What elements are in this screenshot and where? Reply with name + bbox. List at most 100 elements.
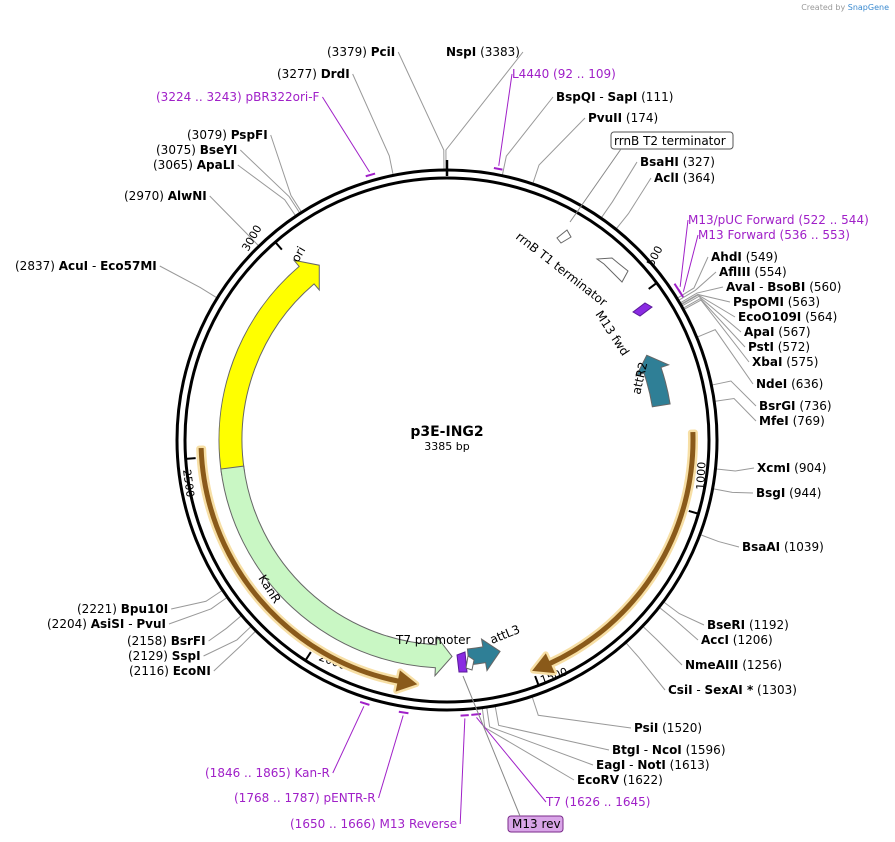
site-label-apai[interactable]: ApaI (567)	[744, 325, 811, 339]
kan-orf-arrow[interactable]	[198, 447, 418, 692]
site-position: -	[755, 280, 767, 294]
rrnb-t2-terminator-feature[interactable]	[556, 229, 572, 244]
site-label-bpu10i[interactable]: (2221) Bpu10I	[77, 602, 168, 616]
kanr-arrow[interactable]	[220, 465, 453, 678]
site-label-apali[interactable]: (3065) ApaLI	[153, 158, 235, 172]
site-label-bsahi[interactable]: BsaHI (327)	[640, 155, 715, 169]
primer-label-536[interactable]: M13 Forward (536 .. 553)	[698, 228, 850, 242]
rrnb-t2-terminator-box	[610, 131, 734, 150]
site-label-xcmi[interactable]: XcmI (904)	[757, 461, 826, 475]
site-position: (2158)	[127, 634, 171, 648]
site-label-asisi-pvui[interactable]: (2204) AsiSI - PvuI	[47, 617, 166, 631]
t7-promoter-feature[interactable]	[456, 651, 468, 673]
site-label-btgi-ncoi[interactable]: BtgI - NcoI (1596)	[612, 743, 726, 757]
plasmid-size: 3385 bp	[424, 440, 469, 453]
site-label-acli[interactable]: AclI (364)	[654, 171, 715, 185]
lac-operator-feature[interactable]	[465, 655, 475, 671]
primer-leader-522	[679, 219, 689, 287]
site-enzyme-name: MfeI	[759, 414, 789, 428]
site-label-ndei[interactable]: NdeI (636)	[756, 377, 823, 391]
site-label-ahdi[interactable]: AhdI (549)	[711, 250, 778, 264]
site-label-alwni[interactable]: (2970) AlwNI	[124, 189, 207, 203]
site-enzyme-name: XcmI	[757, 461, 790, 475]
site-enzyme-name: PstI	[748, 340, 774, 354]
site-label-pvuii[interactable]: PvuII (174)	[588, 111, 658, 125]
site-label-bseri[interactable]: BseRI (1192)	[707, 618, 789, 632]
attr2-arrow[interactable]	[635, 354, 671, 408]
attl3-arrow[interactable]	[466, 637, 501, 672]
site-label-bsrfi[interactable]: (2158) BsrFI	[127, 634, 206, 648]
site-label-sspi[interactable]: (2129) SspI	[128, 649, 201, 663]
site-position: (174)	[622, 111, 658, 125]
site-enzyme-name: EcoO109I	[738, 310, 801, 324]
tick-label-1000: 1000	[694, 462, 708, 491]
primer-label-92[interactable]: L4440 (92 .. 109)	[512, 67, 616, 81]
site-enzyme-name: AsiSI	[91, 617, 125, 631]
site-label-xbai[interactable]: XbaI (575)	[752, 355, 819, 369]
ori-arrow[interactable]	[218, 259, 320, 476]
m13-fwd-primer-feature[interactable]	[632, 302, 653, 317]
site-position: (563)	[784, 295, 820, 309]
primer-mark-1768	[398, 710, 409, 715]
site-label-acci[interactable]: AccI (1206)	[701, 633, 773, 647]
primer-label-1626[interactable]: T7 (1626 .. 1645)	[545, 795, 650, 809]
site-label-drdi[interactable]: (3277) DrdI	[277, 67, 350, 81]
site-leader-eagi-noti	[486, 707, 594, 766]
rrnb-t1-terminator-feature[interactable]	[595, 257, 629, 283]
site-leader-apali	[237, 164, 296, 216]
primer-label-1846[interactable]: (1846 .. 1865) Kan-R	[205, 766, 330, 780]
site-label-pspomi[interactable]: PspOMI (563)	[733, 295, 820, 309]
site-label-acui-eco57mi[interactable]: (2837) AcuI - Eco57MI	[15, 259, 157, 273]
site-position: (1206)	[729, 633, 773, 647]
site-enzyme-name: AhdI	[711, 250, 742, 264]
site-label-pspfi[interactable]: (3079) PspFI	[187, 128, 268, 142]
site-label-bsgi[interactable]: BsgI (944)	[756, 486, 821, 500]
primer-label-1650[interactable]: (1650 .. 1666) M13 Reverse	[290, 817, 457, 831]
primer-label-1768[interactable]: (1768 .. 1787) pENTR-R	[234, 791, 376, 805]
site-label-ecorv[interactable]: EcoRV (1622)	[577, 773, 663, 787]
site-leader-bsahi	[601, 161, 638, 218]
site-label-bseyi[interactable]: (3075) BseYI	[156, 143, 237, 157]
site-enzyme-name: ApaLI	[197, 158, 235, 172]
site-leader-ndei	[697, 329, 754, 385]
m13-rev-box[interactable]	[507, 815, 564, 833]
m13-fwd-label: M13 fwd	[592, 308, 631, 358]
site-label-psii[interactable]: PsiI (1520)	[634, 721, 702, 735]
tick-mark-3000	[274, 241, 283, 251]
site-label-mfei[interactable]: MfeI (769)	[759, 414, 825, 428]
site-label-econi[interactable]: (2116) EcoNI	[129, 664, 211, 678]
site-label-afliii[interactable]: AflIII (554)	[719, 265, 787, 279]
site-position: (2116)	[129, 664, 173, 678]
site-label-eagi-noti[interactable]: EagI - NotI (1613)	[596, 758, 710, 772]
site-enzyme-name: NmeAIII	[685, 658, 738, 672]
site-label-bsaai[interactable]: BsaAI (1039)	[742, 540, 824, 554]
site-position: (3075)	[156, 143, 200, 157]
site-label-ecoo109i[interactable]: EcoO109I (564)	[738, 310, 837, 324]
site-leader-drdi	[352, 73, 394, 175]
site-label-nmeaiii[interactable]: NmeAIII (1256)	[685, 658, 782, 672]
site-enzyme-name: BsaAI	[742, 540, 780, 554]
primer-mark-92	[493, 167, 503, 171]
primer-leader-1846	[332, 706, 365, 774]
site-enzyme-name: AcuI	[59, 259, 88, 273]
site-leader-ecorv	[481, 708, 575, 781]
ing2-orf-arrow[interactable]	[532, 432, 696, 674]
site-label-pcii[interactable]: (3379) PciI	[327, 45, 395, 59]
site-label-psti[interactable]: PstI (572)	[748, 340, 810, 354]
site-label-bspqi-sapi[interactable]: BspQI - SapI (111)	[556, 90, 673, 104]
site-position: (560)	[805, 280, 841, 294]
site-enzyme-name: BsrGI	[759, 399, 796, 413]
site-position: (3079)	[187, 128, 231, 142]
site-label-bsrgi[interactable]: BsrGI (736)	[759, 399, 832, 413]
site-leader-sspi	[203, 626, 252, 657]
snapgene-credit: Created by SnapGene	[801, 3, 889, 12]
site-leader-pspomi	[681, 293, 731, 305]
primer-label-3224[interactable]: (3224 .. 3243) pBR322ori-F	[156, 90, 320, 104]
site-label-csii-sexai[interactable]: CsiI - SexAI * (1303)	[668, 683, 797, 697]
primer-label-522[interactable]: M13/pUC Forward (522 .. 544)	[688, 213, 869, 227]
site-label-nspi[interactable]: NspI (3383)	[446, 45, 520, 59]
site-leader-bseri	[663, 601, 705, 626]
site-enzyme-name: BsgI	[756, 486, 785, 500]
site-label-avai-bsobi[interactable]: AvaI - BsoBI (560)	[726, 280, 841, 294]
